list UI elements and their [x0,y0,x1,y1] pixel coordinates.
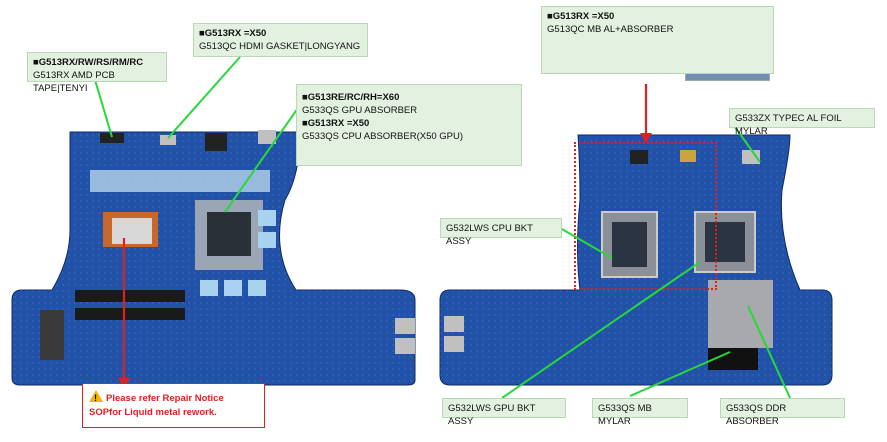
cpu-bkt-callout: G532LWS CPU BKT ASSY [440,218,562,247]
warning-triangle-icon: ! [89,390,103,403]
mb-al-absorber-callout: ■G513RX =X50 G513QC MB AL+ABSORBER [541,6,774,74]
highlight-region-box [574,142,717,290]
gpu-absorber-model: G513RE/RC/RH=X60 [307,92,400,103]
mb-al-part: G513QC MB AL+ABSORBER [547,24,674,35]
ddr-absorber-callout: G533QS DDR ABSORBER [720,398,845,427]
pcb-tape-callout: ■G513RX/RW/RS/RM/RC G513RX AMD PCB TAPE|… [27,52,167,94]
ddr-absorber-part: G533QS DDR ABSORBER [726,403,787,427]
hdmi-gasket-part: G513QC HDMI GASKET|LONGYANG [199,41,361,52]
mb-mylar-callout: G533QS MB MYLAR [592,398,688,427]
gpu-bkt-callout: G532LWS GPU BKT ASSY [442,398,566,427]
hdmi-gasket-callout: ■G513RX =X50 G513QC HDMI GASKET|LONGYANG [193,23,368,57]
cpu-absorber-model: G513RX =X50 [307,118,370,129]
pcb-tape-part: G513RX AMD PCB TAPE|TENYI [33,70,115,94]
absorber-callout: ■G513RE/RC/RH=X60 G533QS GPU ABSORBER ■G… [296,84,522,166]
pcb-tape-model: G513RX/RW/RS/RM/RC [38,57,144,68]
gpu-bkt-part: G532LWS GPU BKT ASSY [448,403,536,427]
mb-al-model: G513RX =X50 [552,11,615,22]
liquid-metal-warning: !Please refer Repair Notice SOPfor Liqui… [82,383,265,428]
typec-mylar-part: G533ZX TYPEC AL FOIL MYLAR [735,113,842,137]
hdmi-gasket-model: G513RX =X50 [204,28,267,39]
warning-line-2: SOPfor Liquid metal rework. [89,407,217,418]
typec-mylar-callout: G533ZX TYPEC AL FOIL MYLAR [729,108,875,137]
warning-line-1: Please refer Repair Notice [106,393,224,404]
gpu-absorber-part: G533QS GPU ABSORBER [302,105,418,116]
cpu-absorber-part: G533QS CPU ABSORBER(X50 GPU) [302,131,464,142]
cpu-bkt-part: G532LWS CPU BKT ASSY [446,223,533,247]
mb-mylar-part: G533QS MB MYLAR [598,403,652,427]
